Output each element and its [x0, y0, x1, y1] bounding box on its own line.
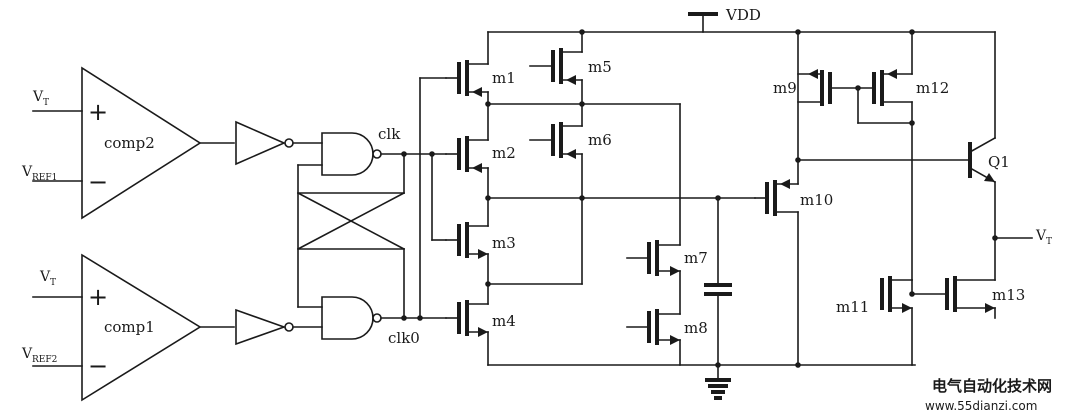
m11-transistor: m11 — [836, 276, 946, 366]
comp1-comparator: comp1 + − — [32, 253, 235, 402]
svg-text:m3: m3 — [492, 234, 516, 252]
m3-transistor: m3 — [445, 222, 516, 259]
clock-gate-wiring — [417, 77, 447, 321]
svg-text:V: V — [1035, 228, 1047, 244]
m12-transistor: m12 — [829, 29, 949, 281]
svg-text:m4: m4 — [492, 312, 516, 330]
ground-icon — [705, 378, 731, 400]
svg-text:+: + — [88, 283, 108, 311]
watermark-title: 电气自动化技术网 — [932, 377, 1052, 395]
m8-transistor: m8 — [626, 270, 708, 366]
left-stack-wiring — [485, 31, 756, 366]
svg-text:−: − — [88, 352, 108, 380]
svg-text:V: V — [32, 89, 44, 105]
latch-cross-coupling — [296, 151, 407, 321]
capacitor — [704, 195, 732, 368]
svg-text:−: − — [88, 168, 108, 196]
svg-text:m12: m12 — [916, 79, 949, 97]
comp2-comparator: comp2 + − — [32, 66, 235, 220]
svg-text:m2: m2 — [492, 144, 516, 162]
svg-text:V: V — [21, 164, 33, 180]
inverter-top — [235, 120, 323, 166]
vdd-label: VDD — [725, 6, 761, 24]
inverter-bottom — [235, 308, 323, 346]
svg-text:+: + — [88, 98, 108, 126]
svg-text:m10: m10 — [800, 191, 833, 209]
svg-text:m6: m6 — [588, 131, 612, 149]
svg-text:m5: m5 — [588, 58, 612, 76]
nand-gate-bottom — [297, 296, 447, 340]
svg-text:m11: m11 — [836, 298, 869, 316]
q1-label: Q1 — [988, 153, 1010, 171]
q1-transistor: Q1 — [797, 31, 1010, 281]
watermark-url: www.55dianzi.com — [925, 399, 1037, 413]
vt-output: V T — [992, 228, 1052, 247]
m5-transistor: m5 — [529, 29, 612, 107]
m6-transistor: m6 — [529, 103, 612, 285]
clk-label: clk — [378, 125, 401, 143]
svg-text:REF1: REF1 — [32, 173, 57, 183]
svg-text:V: V — [39, 269, 51, 285]
comp1-label: comp1 — [104, 318, 155, 336]
vt-input-comp2: V T — [32, 89, 49, 108]
svg-text:T: T — [50, 278, 56, 288]
ground-rail — [487, 364, 916, 379]
vref2-input: V REF2 — [21, 346, 57, 365]
m9-transistor: m9 — [773, 29, 832, 368]
comp2-label: comp2 — [104, 134, 155, 152]
svg-text:m7: m7 — [684, 249, 708, 267]
m4-transistor: m4 — [445, 300, 516, 337]
m13-transistor: m13 — [945, 276, 1025, 319]
m2-transistor: m2 — [445, 136, 516, 173]
m1-transistor: m1 — [445, 60, 516, 97]
svg-text:m9: m9 — [773, 79, 797, 97]
vdd-rail: VDD — [487, 6, 996, 33]
svg-text:V: V — [21, 346, 33, 362]
svg-text:m8: m8 — [684, 319, 708, 337]
nand-gate-top — [297, 132, 447, 176]
svg-text:m13: m13 — [992, 286, 1025, 304]
svg-text:REF2: REF2 — [32, 355, 57, 365]
svg-text:T: T — [1046, 237, 1052, 247]
clk0-label: clk0 — [388, 329, 420, 347]
m10-transistor: m10 — [754, 179, 833, 216]
svg-text:m1: m1 — [492, 69, 516, 87]
vref1-input: V REF1 — [21, 164, 57, 183]
m7-transistor: m7 — [626, 240, 708, 276]
vt-input-comp1: V T — [39, 269, 56, 288]
watermark: 电气自动化技术网 www.55dianzi.com — [925, 377, 1052, 413]
svg-text:T: T — [43, 98, 49, 108]
